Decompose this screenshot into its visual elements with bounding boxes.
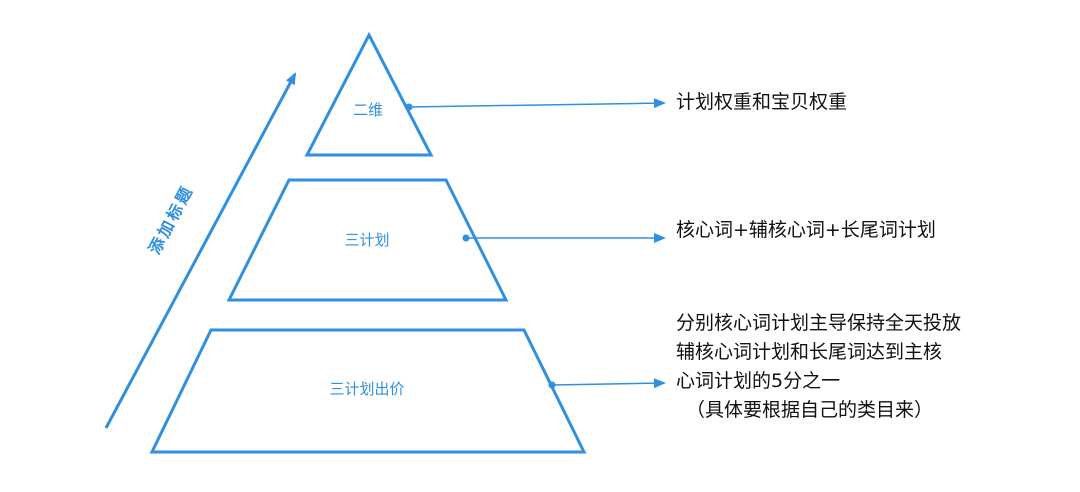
axis-arrow bbox=[104, 72, 297, 429]
tier-top-connector-arrow bbox=[408, 98, 666, 109]
tier-bottom-description: 分别核心词计划主导保持全天投放 辅核心词计划和长尾词达到主核 心词计划的5分之一… bbox=[676, 309, 961, 425]
tier-bottom-connector-arrow bbox=[551, 378, 666, 389]
axis-label: 添加标题 bbox=[145, 181, 197, 257]
tier-top-shape bbox=[304, 31, 434, 157]
tier-bottom-description-line-1: 分别核心词计划主导保持全天投放 bbox=[676, 312, 962, 334]
tier-middle-description-line: 核心词+辅核心词+长尾词计划 bbox=[676, 219, 936, 241]
tier-bottom-description-line-2: 辅核心词计划和长尾词达到主核 bbox=[676, 341, 943, 363]
tier-top-label: 二维 bbox=[353, 101, 383, 119]
tier-bottom-label: 三计划出价 bbox=[329, 380, 404, 398]
tier-middle-shape bbox=[226, 178, 509, 302]
tier-bottom-shape bbox=[149, 328, 587, 454]
tier-top-description: 计划权重和宝贝权重 bbox=[676, 88, 847, 117]
tier-middle-description: 核心词+辅核心词+长尾词计划 bbox=[676, 216, 936, 245]
tier-bottom-description-line-4: （具体要根据自己的类目来） bbox=[686, 399, 934, 421]
tier-top-description-line: 计划权重和宝贝权重 bbox=[676, 91, 848, 113]
tier-middle-label: 三计划 bbox=[344, 231, 389, 249]
tier-bottom-description-line-3: 心词计划的5分之一 bbox=[676, 370, 841, 392]
